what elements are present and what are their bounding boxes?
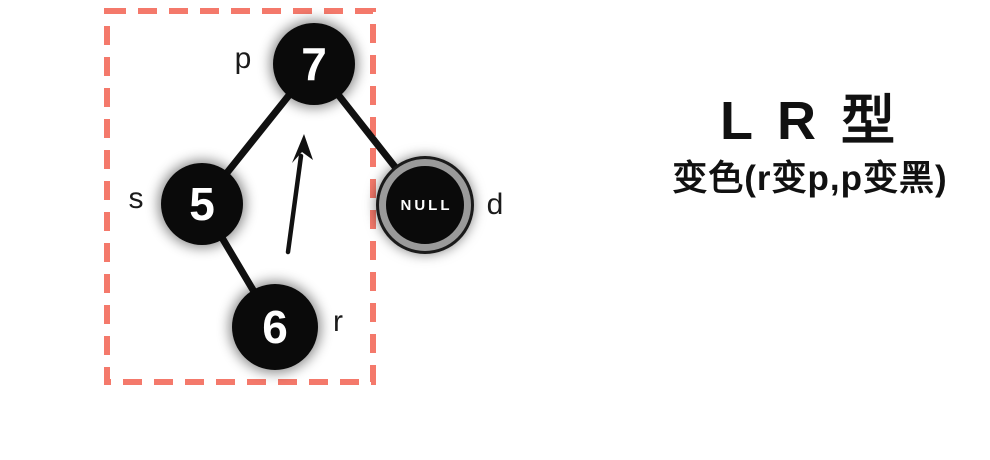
node-label-s: s (128, 182, 144, 215)
node-root-value: 7 (301, 38, 327, 90)
node-label-r: r (333, 305, 343, 338)
rotation-arrow-up-icon (285, 134, 313, 255)
case-subtitle: 变色(r变p,p变黑) (672, 159, 948, 198)
tree-node-left: 5 (161, 163, 243, 245)
tree-node-left-right: 6 (232, 284, 318, 370)
node-left-right-value: 6 (262, 301, 288, 353)
node-label-p: p (234, 42, 252, 75)
node-label-d: d (486, 188, 504, 221)
tree-node-root: 7 (273, 23, 355, 105)
case-title: L R 型 (719, 91, 900, 151)
node-left-value: 5 (189, 178, 215, 230)
node-null-value: NULL (400, 196, 453, 214)
case-caption: L R 型 变色(r变p,p变黑) (633, 92, 987, 202)
grouping-dashed-box (104, 8, 376, 385)
tree-node-null: NULL (379, 159, 471, 251)
